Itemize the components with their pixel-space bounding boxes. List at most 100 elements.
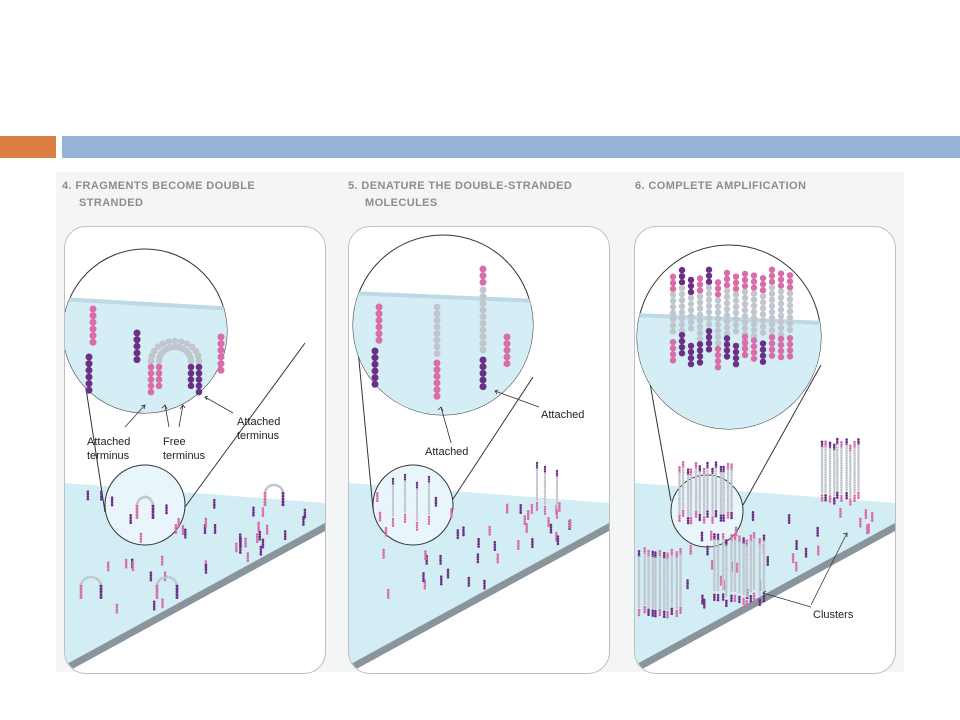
bead [678, 468, 681, 472]
bead [217, 346, 225, 354]
bead [643, 600, 647, 603]
bead [488, 525, 491, 529]
bead [654, 596, 657, 600]
bead [89, 325, 97, 333]
bead [424, 555, 427, 558]
bead [79, 587, 83, 591]
bead [726, 473, 730, 477]
bead [742, 597, 745, 601]
bead [824, 490, 827, 494]
bead [752, 534, 756, 538]
bead [777, 306, 785, 313]
bead [820, 463, 824, 467]
bead [745, 587, 749, 590]
bead [836, 496, 839, 499]
bead [701, 594, 704, 598]
bead [637, 560, 641, 564]
bead [702, 513, 706, 516]
zoom-circle [104, 464, 186, 546]
bead [79, 581, 83, 585]
bead [433, 386, 441, 394]
bead [493, 548, 497, 552]
strand [375, 303, 383, 344]
bead [700, 538, 704, 542]
bead [675, 584, 679, 587]
bead [820, 471, 824, 474]
bead [762, 534, 766, 537]
bead [678, 511, 681, 515]
bead [777, 276, 785, 283]
bead [505, 510, 509, 514]
bead [698, 508, 702, 511]
bead [725, 592, 728, 595]
bead [849, 460, 852, 464]
bead [689, 547, 693, 550]
bead [637, 602, 641, 606]
bead [832, 491, 836, 495]
bead [762, 562, 766, 566]
bead [687, 360, 695, 368]
bead [722, 471, 725, 475]
bead [730, 463, 733, 466]
bead [391, 484, 395, 488]
bead [217, 360, 225, 368]
bead [446, 570, 450, 574]
label-attached-terminus-right-2: terminus [237, 430, 280, 442]
bead [391, 493, 395, 497]
bead [165, 575, 169, 579]
bead [828, 482, 832, 485]
bead [738, 553, 741, 557]
bead [439, 575, 443, 579]
bead [696, 311, 704, 318]
bead [820, 446, 824, 450]
bead [302, 520, 305, 524]
bead [446, 568, 450, 572]
bead [496, 558, 500, 561]
bead [702, 473, 706, 477]
bead [159, 577, 163, 581]
bead [679, 598, 682, 601]
bead [168, 575, 172, 579]
bead [670, 548, 674, 552]
bead [555, 488, 559, 491]
bead [422, 579, 425, 583]
bead [828, 450, 832, 453]
bead [711, 510, 714, 514]
bead [832, 479, 836, 482]
bead [742, 543, 745, 546]
bead [679, 571, 682, 574]
bead [637, 590, 641, 594]
bead [836, 443, 839, 447]
bead [675, 550, 679, 554]
bead [839, 515, 842, 518]
bead [820, 473, 824, 477]
bead [723, 299, 731, 307]
bead [721, 578, 725, 582]
bead [483, 579, 486, 583]
bead [725, 552, 728, 556]
bead [174, 523, 178, 527]
bead [662, 582, 666, 586]
bead [722, 519, 725, 522]
step-4-title-line2: STRANDED [79, 197, 144, 209]
bead [738, 556, 741, 559]
cluster [678, 460, 733, 525]
bead [654, 569, 657, 573]
bead [386, 588, 390, 592]
bead [713, 541, 716, 545]
bead [483, 584, 486, 588]
bead [152, 602, 156, 606]
bead [675, 561, 679, 565]
bead [462, 533, 465, 537]
bead [832, 474, 836, 477]
bead [768, 308, 776, 316]
bead [730, 587, 733, 590]
bead [719, 514, 723, 517]
bead [556, 540, 560, 543]
bead [647, 582, 650, 586]
bead [643, 570, 647, 574]
bead [252, 511, 255, 515]
bead [824, 440, 827, 444]
bead [433, 330, 441, 338]
bead [694, 461, 698, 465]
